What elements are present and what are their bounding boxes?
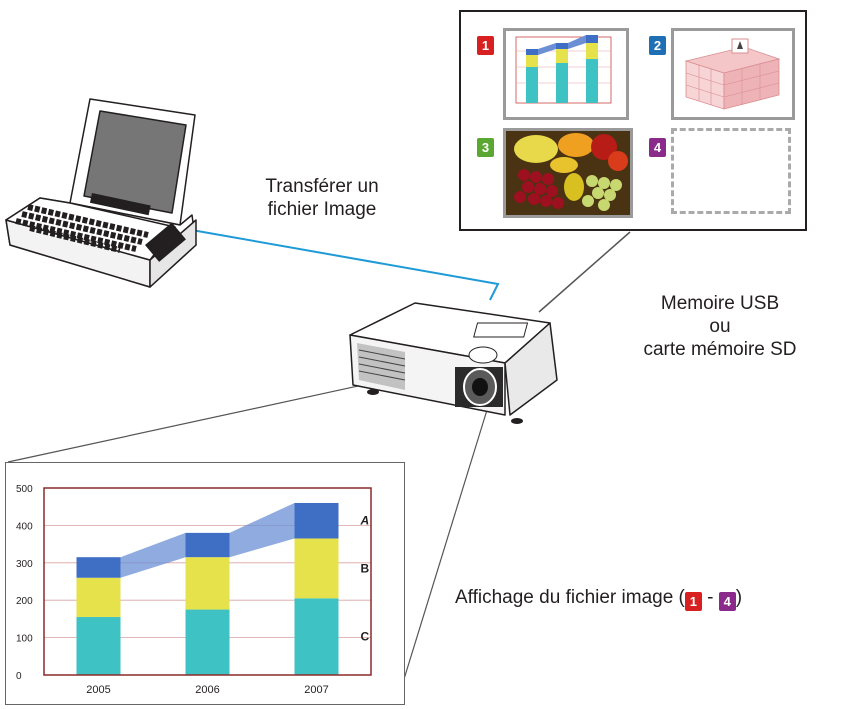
image-panel: 1 2 — [459, 10, 807, 231]
y-tick-label: 300 — [16, 559, 33, 570]
transfer-label-line-1: Transférer un — [265, 176, 379, 197]
panel-4-number: 4 — [649, 138, 666, 157]
usb-cable-line — [185, 228, 500, 301]
building-drawing — [684, 38, 781, 110]
y-tick-label: 200 — [16, 596, 33, 607]
display-label-separator: - — [701, 587, 719, 608]
panel-1-badge: 1 — [477, 34, 494, 55]
series-label-A: A — [360, 514, 370, 528]
series-label-C: C — [361, 630, 370, 644]
y-tick-label: 0 — [16, 671, 22, 682]
projected-bar-chart: 0 100 200 300 400 500 2005 2006 2007 C B A — [16, 484, 372, 696]
panel-4-empty-slot — [671, 128, 791, 214]
bar-segment-B-2006 — [185, 557, 230, 610]
display-badge-to: 4 — [718, 592, 736, 611]
bar-segment-C-2005 — [76, 617, 121, 675]
projection-line-bottom — [395, 409, 488, 706]
storage-label-line-2: ou — [709, 316, 731, 337]
panel-3-number: 3 — [477, 138, 494, 157]
x-tick-label: 2007 — [304, 684, 328, 696]
projector-to-panel-line — [538, 231, 631, 313]
storage-label: Memoire USB ou carte mémoire SD — [610, 292, 830, 361]
series-a-connector — [229, 502, 295, 558]
display-label: Affichage du fichier image (1 - 4) — [455, 586, 742, 611]
projected-chart-frame: 0 100 200 300 400 500 2005 2006 2007 C B A — [5, 462, 405, 705]
y-tick-label: 100 — [16, 634, 33, 645]
mini-bar-chart — [515, 35, 612, 104]
bar-segment-B-2007 — [294, 538, 339, 599]
display-label-prefix: Affichage du fichier image ( — [455, 587, 685, 608]
x-tick-label: 2006 — [195, 684, 219, 696]
panel-2-badge: 2 — [649, 34, 666, 55]
panel-2-number: 2 — [649, 36, 666, 55]
projection-line-top — [7, 377, 396, 463]
panel-4-badge: 4 — [649, 136, 666, 157]
projector-icon — [349, 302, 558, 424]
bar-segment-C-2006 — [185, 609, 230, 675]
panel-3-badge: 3 — [477, 136, 494, 157]
bar-segment-A-2006 — [185, 532, 230, 558]
bar-segment-A-2007 — [294, 502, 339, 539]
panel-3-thumbnail — [503, 128, 633, 218]
panel-2-thumbnail — [671, 28, 795, 120]
display-badge-from: 1 — [684, 592, 702, 611]
panel-1-number: 1 — [477, 36, 494, 55]
storage-label-line-1: Memoire USB — [660, 293, 780, 314]
bar-segment-C-2007 — [294, 598, 339, 675]
panel-1-thumbnail — [503, 28, 629, 120]
transfer-label-line-2: fichier Image — [267, 199, 377, 220]
y-tick-label: 400 — [16, 521, 33, 532]
fruit-photo — [506, 131, 630, 215]
transfer-label: Transférer un fichier Image — [232, 175, 412, 221]
display-label-suffix: ) — [735, 587, 743, 608]
plot-frame — [43, 487, 372, 676]
x-tick-label: 2005 — [86, 684, 110, 696]
bar-segment-A-2005 — [76, 557, 121, 578]
laptop-icon — [5, 98, 197, 288]
storage-label-line-3: carte mémoire SD — [643, 339, 797, 360]
series-a-connector — [120, 532, 186, 578]
series-label-B: B — [361, 561, 370, 575]
y-tick-label: 500 — [16, 484, 33, 495]
bar-segment-B-2005 — [76, 577, 121, 618]
